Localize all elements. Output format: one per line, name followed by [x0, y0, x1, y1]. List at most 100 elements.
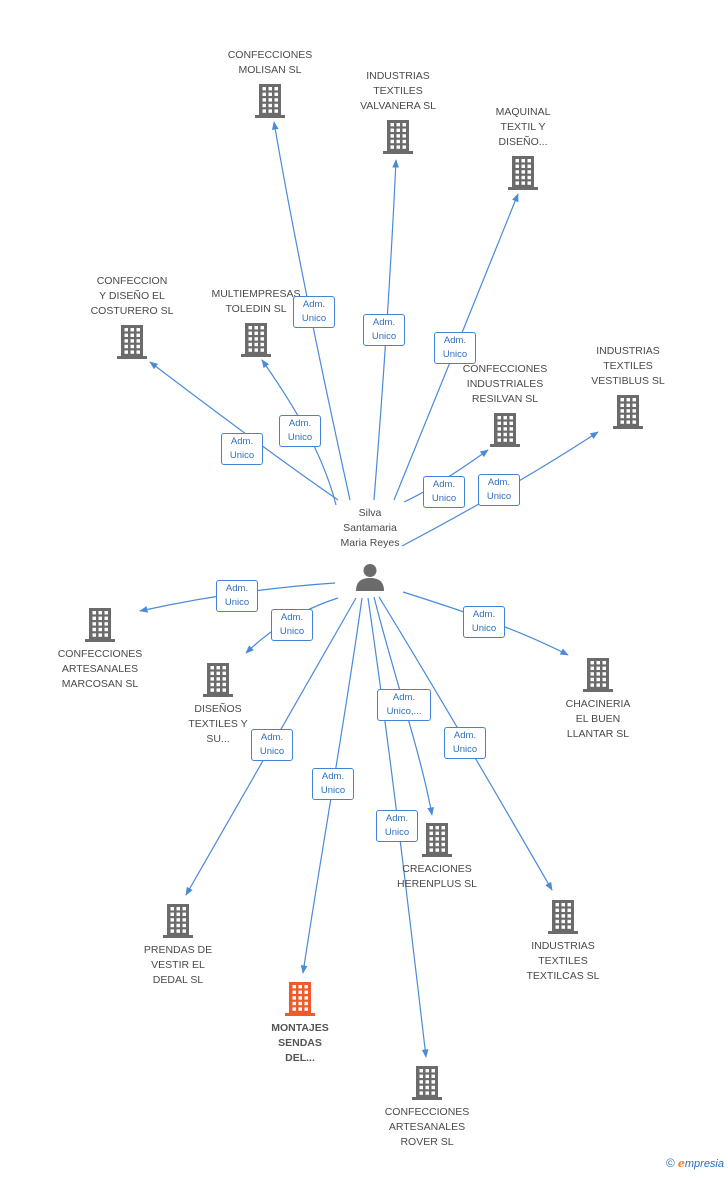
- role-badge-chacineria[interactable]: Adm.Unico: [463, 606, 505, 638]
- building-icon[interactable]: [241, 323, 271, 357]
- building-icon[interactable]: [583, 658, 613, 692]
- building-icon[interactable]: [163, 904, 193, 938]
- role-badge-line: Adm.: [230, 436, 254, 447]
- company-label-line: CONFECCIONES: [462, 363, 548, 375]
- person-name-line: Santamaria: [343, 522, 397, 534]
- role-badge-line: Unico: [486, 491, 512, 502]
- role-badge-maquinal[interactable]: Adm.Unico: [434, 332, 476, 364]
- company-label-line: VESTIBLUS SL: [591, 375, 665, 387]
- company-label-line: HERENPLUS SL: [397, 878, 477, 890]
- company-label-herenplus[interactable]: CREACIONES HERENPLUS SL: [372, 862, 502, 892]
- company-label-line: CONFECCIONES: [384, 1106, 470, 1118]
- role-badge-line: Adm.: [472, 609, 496, 620]
- role-badge-line: Adm.: [392, 692, 416, 703]
- company-label-line: RESILVAN SL: [471, 393, 539, 405]
- company-label-line: MARCOSAN SL: [61, 678, 139, 690]
- company-label-line: LLANTAR SL: [566, 728, 630, 740]
- role-badge-line: Unico: [371, 331, 397, 342]
- role-badge-valvanera[interactable]: Adm. Unico: [363, 314, 405, 346]
- company-label-line: TEXTILES: [373, 85, 423, 97]
- role-badge-line: Unico: [431, 493, 457, 504]
- company-label-line: DISEÑO...: [498, 136, 548, 148]
- company-label-line: EL BUEN: [575, 713, 621, 725]
- building-icon[interactable]: [412, 1066, 442, 1100]
- copyright-symbol: ©: [665, 1156, 675, 1170]
- company-label-line: TEXTILES: [603, 360, 653, 372]
- company-label-line: CONFECCION: [96, 275, 168, 287]
- role-badge-textilcas[interactable]: Adm.Unico: [444, 727, 486, 759]
- role-badge-vestiblus[interactable]: Adm.Unico: [478, 474, 520, 506]
- company-label-line: CONFECCIONES: [57, 648, 143, 660]
- role-badge-line: Adm.: [385, 813, 409, 824]
- company-label-line: VALVANERA SL: [360, 100, 436, 112]
- company-label-line: MOLISAN SL: [238, 64, 302, 76]
- building-icon[interactable]: [508, 156, 538, 190]
- role-badge-line: Unico: [452, 744, 478, 755]
- company-label-chacineria[interactable]: CHACINERIA EL BUEN LLANTAR SL: [533, 697, 663, 742]
- company-label-line: MAQUINAL: [495, 106, 551, 118]
- edge-to-costurero: [149, 361, 339, 501]
- role-badge-toledin[interactable]: Adm. Unico: [279, 415, 321, 447]
- role-badge-line: Adm.: [432, 479, 456, 490]
- company-label-line: TEXTILES: [538, 955, 588, 967]
- company-label-line: ARTESANALES: [388, 1121, 466, 1133]
- role-badge-line: Adm.: [302, 299, 326, 310]
- role-badge-resilvan[interactable]: Adm. Unico: [423, 476, 465, 508]
- building-icon[interactable]: [255, 84, 285, 118]
- role-badge-line: Adm.: [372, 317, 396, 328]
- building-icon[interactable]: [285, 982, 315, 1016]
- company-label-line: DEL...: [285, 1052, 315, 1064]
- company-label-line: TEXTILES Y: [188, 718, 248, 730]
- brand-logo-initial: e: [677, 1157, 685, 1170]
- role-badge-line: Adm.: [225, 583, 249, 594]
- building-icon[interactable]: [548, 900, 578, 934]
- building-icon[interactable]: [422, 823, 452, 857]
- role-badge-line: Unico: [384, 827, 410, 838]
- company-label-line: INDUSTRIAS: [531, 940, 595, 952]
- role-badge-molisan[interactable]: Adm.Unico: [293, 296, 335, 328]
- role-badge-marcosan[interactable]: Adm.Unico: [216, 580, 258, 612]
- role-badge-rover[interactable]: Adm. Unico: [376, 810, 418, 842]
- company-label-line: DEDAL SL: [152, 974, 204, 986]
- company-label-line: CHACINERIA: [565, 698, 631, 710]
- company-label-line: CREACIONES: [402, 863, 472, 875]
- role-badge-dedal[interactable]: Adm.Unico: [251, 729, 293, 761]
- company-label-line: MONTAJES: [271, 1022, 329, 1034]
- role-badge-line: Adm.: [280, 612, 304, 623]
- role-badge-disenos[interactable]: Adm.Unico: [271, 609, 313, 641]
- role-badge-line: Unico: [287, 432, 313, 443]
- building-icon[interactable]: [117, 325, 147, 359]
- building-icon[interactable]: [383, 120, 413, 154]
- company-label-rover[interactable]: CONFECCIONES ARTESANALES ROVER SL: [362, 1105, 492, 1150]
- brand-footer: © empresia: [666, 1156, 724, 1170]
- role-badge-montajes[interactable]: Adm.Unico: [312, 768, 354, 800]
- person-name-line: Silva: [358, 507, 382, 519]
- building-icon[interactable]: [85, 608, 115, 642]
- company-label-line: TEXTIL Y: [500, 121, 546, 133]
- person-icon[interactable]: [355, 562, 385, 592]
- role-badge-herenplus[interactable]: Adm.Unico,...: [377, 689, 431, 721]
- company-label-line: TOLEDIN SL: [225, 303, 287, 315]
- person-name-label[interactable]: Silva Santamaria Maria Reyes: [308, 506, 432, 551]
- building-icon[interactable]: [490, 413, 520, 447]
- company-label-marcosan[interactable]: CONFECCIONES ARTESANALES MARCOSAN SL: [35, 647, 165, 692]
- role-badge-line: Adm.: [288, 418, 312, 429]
- company-label-line: ARTESANALES: [61, 663, 139, 675]
- company-label-line: ROVER SL: [400, 1136, 454, 1148]
- role-badge-costurero[interactable]: Adm.Unico: [221, 433, 263, 465]
- company-label-maquinal[interactable]: MAQUINAL TEXTIL Y DISEÑO...: [458, 105, 588, 150]
- building-icon[interactable]: [203, 663, 233, 697]
- building-icon[interactable]: [613, 395, 643, 429]
- role-badge-line: Unico: [259, 746, 285, 757]
- role-badge-line: Unico: [320, 785, 346, 796]
